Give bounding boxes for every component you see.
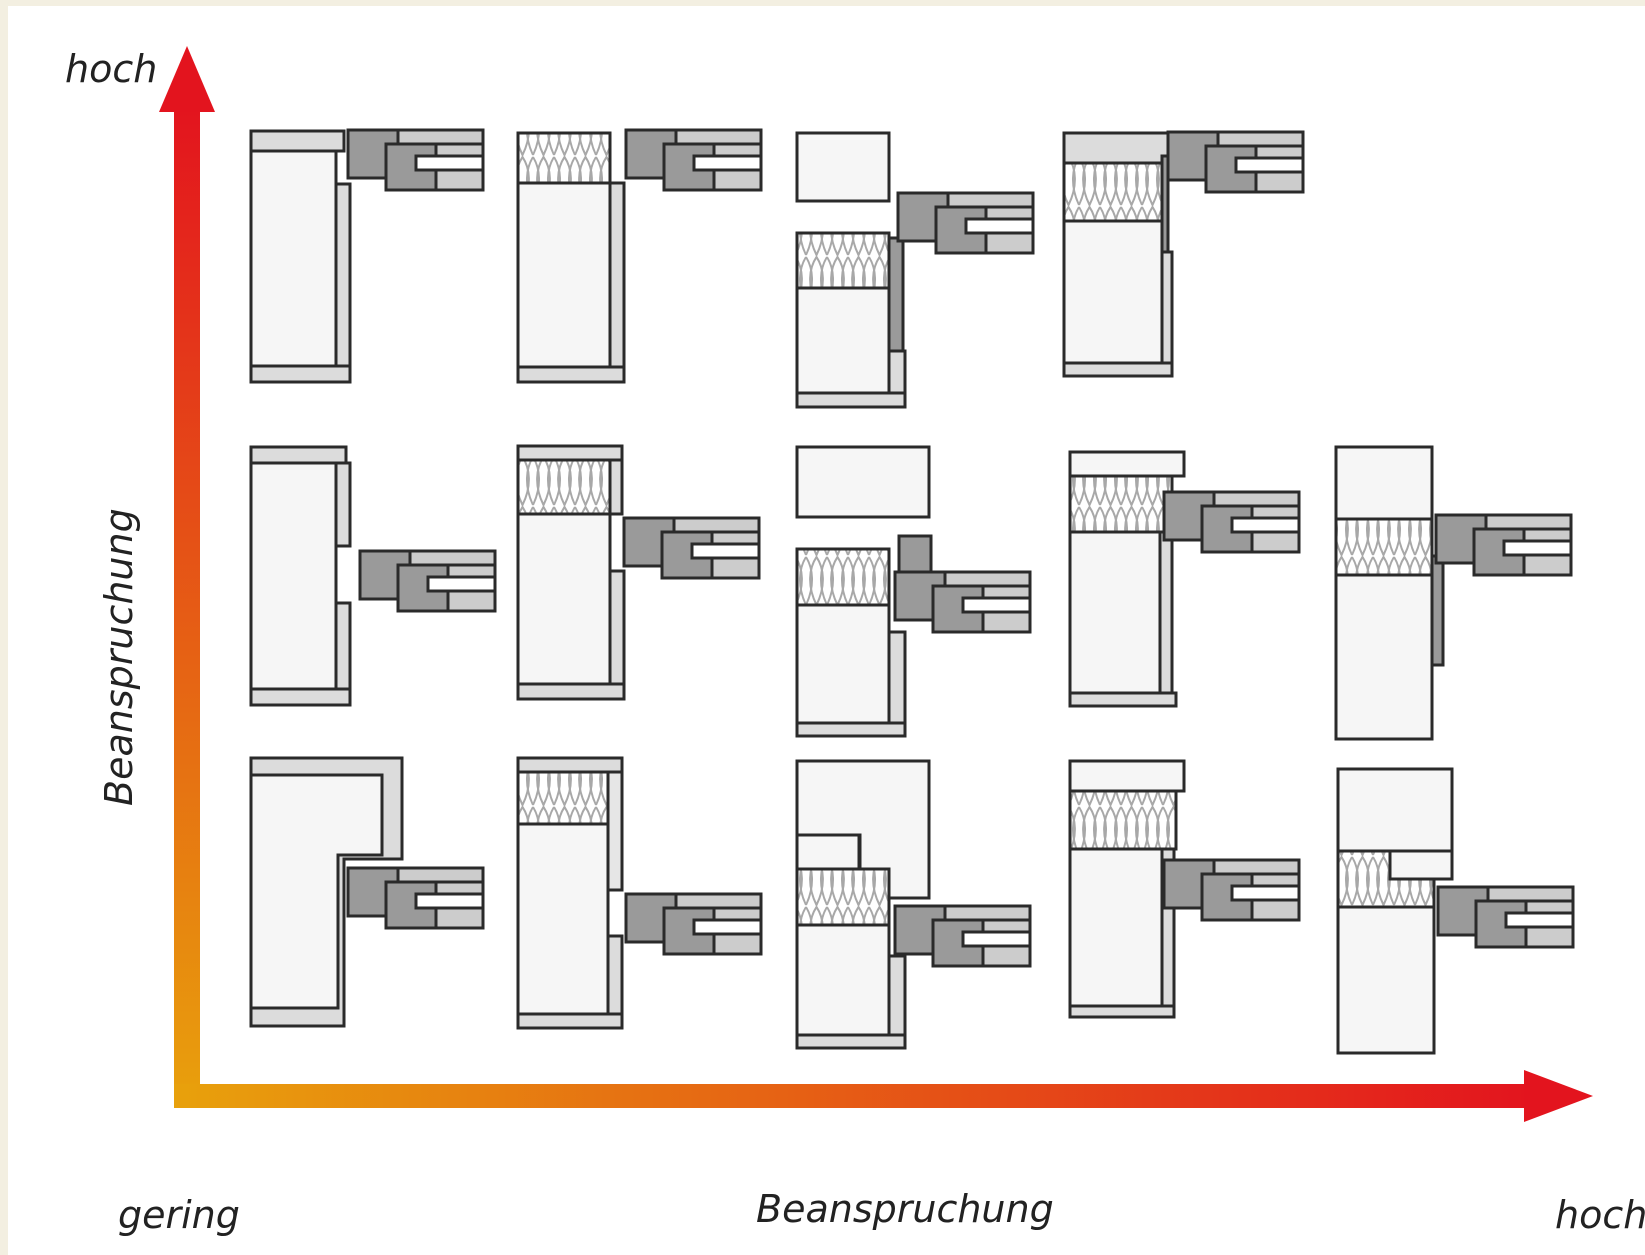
window-connection-matrix [159, 46, 1593, 1122]
detail-r3-c2 [516, 756, 763, 1030]
detail-r3-c5 [1336, 767, 1575, 1055]
detail-r1-c3 [795, 131, 1035, 409]
detail-r1-c2 [516, 128, 763, 384]
detail-r3-c4 [1068, 759, 1301, 1019]
detail-r2-c1 [249, 445, 497, 707]
detail-r3-c1 [249, 756, 485, 1028]
y-axis-arrow [159, 46, 215, 1108]
diagram-panel: hoch Beanspruchung gering Beanspruchung … [8, 6, 1645, 1255]
origin-low-label: gering [118, 1193, 240, 1237]
detail-r1-c4 [1062, 130, 1305, 378]
x-axis-title: Beanspruchung [756, 1187, 1054, 1231]
detail-r1-c1 [249, 128, 485, 384]
y-axis-high-label: hoch [65, 47, 158, 91]
detail-r2-c4 [1068, 450, 1301, 708]
detail-r2-c3 [795, 445, 1032, 738]
y-axis-title: Beanspruchung [97, 508, 141, 806]
detail-r3-c3 [795, 759, 1032, 1050]
x-axis-arrow [174, 1070, 1593, 1122]
detail-r2-c2 [516, 444, 761, 701]
x-axis-high-label: hoch [1555, 1193, 1645, 1237]
detail-r2-c5 [1334, 445, 1573, 741]
